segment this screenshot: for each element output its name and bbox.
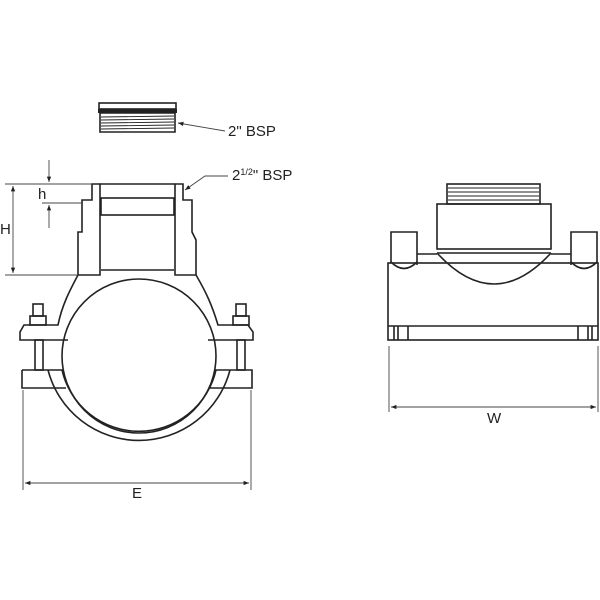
plug-thread-label: 2" BSP	[228, 123, 276, 140]
outlet-thread-label: 21/2" BSP	[232, 167, 293, 184]
outlet-thread-fraction: 1/2	[240, 167, 253, 177]
dimension-H-label: H	[0, 221, 11, 238]
outlet-thread-prefix: 2	[232, 167, 241, 184]
saddle-side-view	[387, 183, 599, 412]
dimension-W-label: W	[487, 410, 502, 427]
saddle-front-view	[19, 274, 254, 442]
dimension-lines-front	[5, 160, 252, 490]
outlet-section	[77, 175, 228, 276]
threaded-plug	[98, 102, 226, 133]
dimension-E-label: E	[132, 485, 143, 502]
outlet-thread-suffix: " BSP	[252, 167, 293, 184]
dimension-h-label: h	[38, 186, 47, 203]
